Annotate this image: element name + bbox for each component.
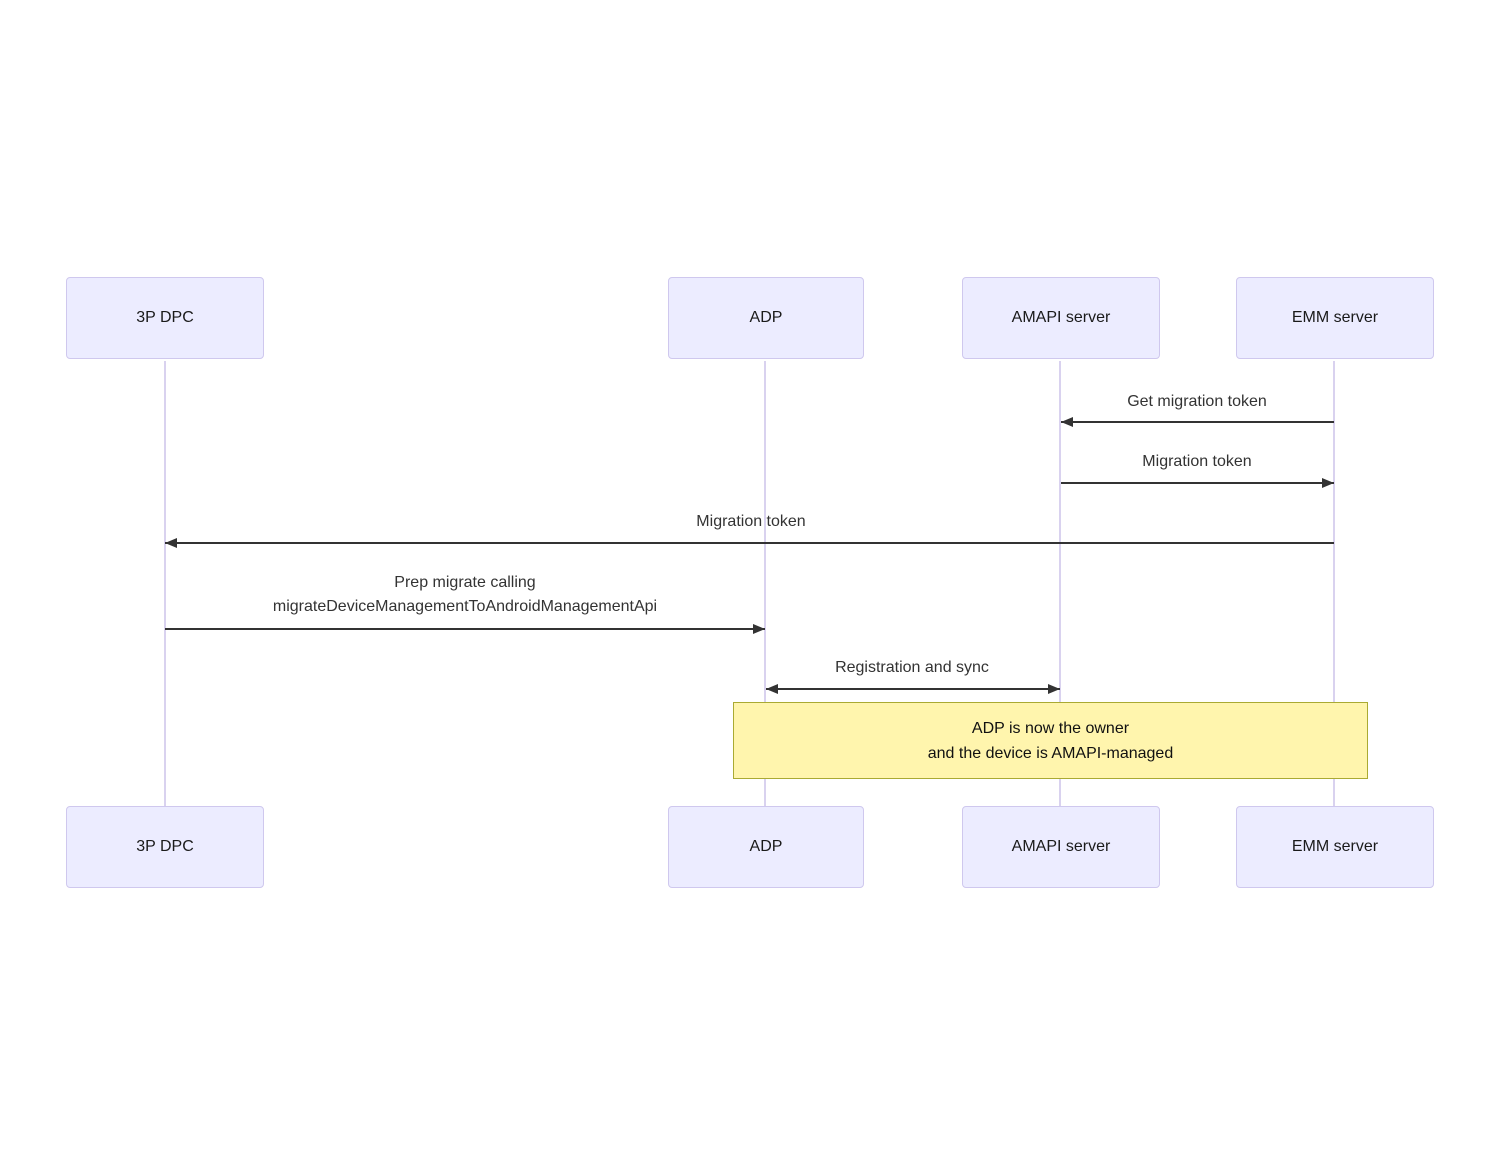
actor-label: AMAPI server (1011, 838, 1111, 855)
lifeline-emm-server (1333, 361, 1335, 806)
actor-box-adp-top: ADP (668, 277, 864, 359)
actor-box-amapi-server-top: AMAPI server (962, 277, 1160, 359)
actor-box-emm-server-bottom: EMM server (1236, 806, 1434, 888)
message-line (1061, 482, 1334, 484)
lifeline-adp (764, 361, 766, 806)
actor-label: EMM server (1291, 309, 1379, 326)
message-line (165, 542, 1334, 544)
note-adp-owner: ADP is now the owner and the device is A… (733, 702, 1368, 779)
message-label: Prep migrate calling migrateDeviceManage… (272, 574, 658, 615)
message-line (766, 688, 1060, 690)
message-label: Migration token (696, 513, 806, 530)
actor-label: 3P DPC (136, 309, 194, 326)
lifeline-3p-dpc (164, 361, 166, 806)
arrowhead-left-icon (766, 684, 778, 694)
actor-box-amapi-server-bottom: AMAPI server (962, 806, 1160, 888)
actor-label: ADP (749, 838, 783, 855)
actor-box-adp-bottom: ADP (668, 806, 864, 888)
actor-box-3p-dpc-bottom: 3P DPC (66, 806, 264, 888)
message-label: Get migration token (1127, 393, 1267, 410)
arrowhead-left-icon (1061, 417, 1073, 427)
message-label: Migration token (1142, 453, 1252, 470)
lifeline-amapi-server (1059, 361, 1061, 806)
message-line (165, 628, 765, 630)
actor-label: ADP (749, 309, 783, 326)
arrowhead-right-icon (753, 624, 765, 634)
actor-box-emm-server-top: EMM server (1236, 277, 1434, 359)
message-line (1061, 421, 1334, 423)
arrowhead-right-icon (1048, 684, 1060, 694)
arrowhead-left-icon (165, 538, 177, 548)
actor-box-3p-dpc-top: 3P DPC (66, 277, 264, 359)
actor-label: 3P DPC (136, 838, 194, 855)
actor-label: EMM server (1291, 838, 1379, 855)
actor-label: AMAPI server (1011, 309, 1111, 326)
arrowhead-right-icon (1322, 478, 1334, 488)
message-label: Registration and sync (835, 659, 989, 676)
